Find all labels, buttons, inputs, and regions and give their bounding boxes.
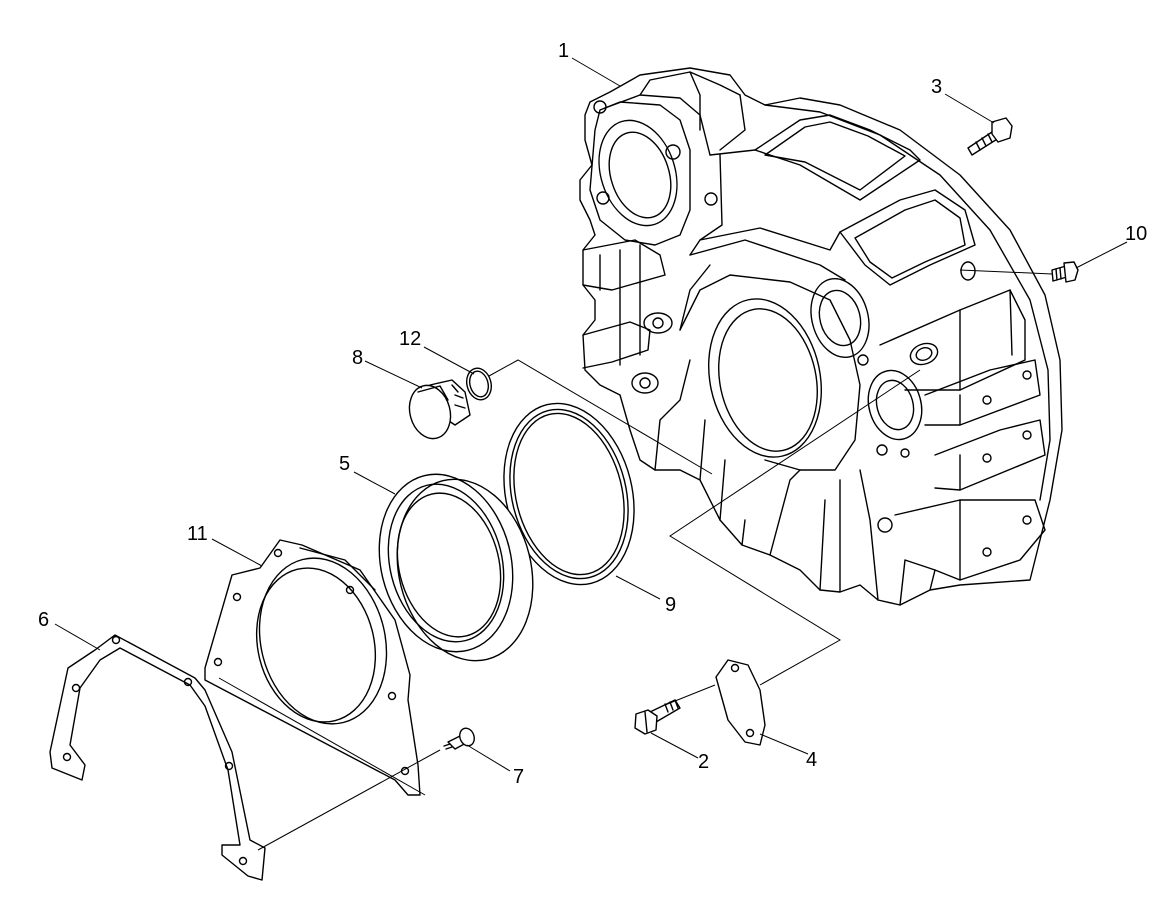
callout-labels: 1 2 3 4 5 6 7 8 9 10 11 12: [38, 40, 1147, 788]
callout-1: 1: [558, 40, 569, 62]
callout-5: 5: [339, 453, 350, 475]
part-7-bolt: [443, 727, 475, 750]
part-8-plug: [408, 379, 471, 440]
callout-2: 2: [698, 751, 709, 773]
callout-4: 4: [806, 749, 817, 771]
callout-11: 11: [187, 523, 208, 545]
part-1-flywheel-housing: [579, 67, 1063, 606]
assembly-axis-lines: [218, 269, 1053, 851]
part-12-o-ring: [465, 367, 493, 401]
part-2-bolt: [634, 699, 681, 735]
part-11-seal-retainer: [204, 539, 421, 796]
callout-10: 10: [1125, 223, 1147, 245]
callout-6: 6: [38, 609, 49, 631]
callout-12: 12: [399, 328, 421, 350]
leader-lines: [54, 57, 1128, 772]
part-4-cover-plate: [715, 659, 766, 746]
part-6-gasket: [49, 634, 266, 881]
part-5-oil-seal: [378, 473, 534, 662]
callout-8: 8: [352, 347, 363, 369]
callout-7: 7: [513, 766, 524, 788]
callout-3: 3: [931, 76, 942, 98]
part-10-plug-screw: [1051, 261, 1079, 283]
callout-9: 9: [665, 594, 676, 616]
part-3-bolt: [967, 117, 1013, 156]
